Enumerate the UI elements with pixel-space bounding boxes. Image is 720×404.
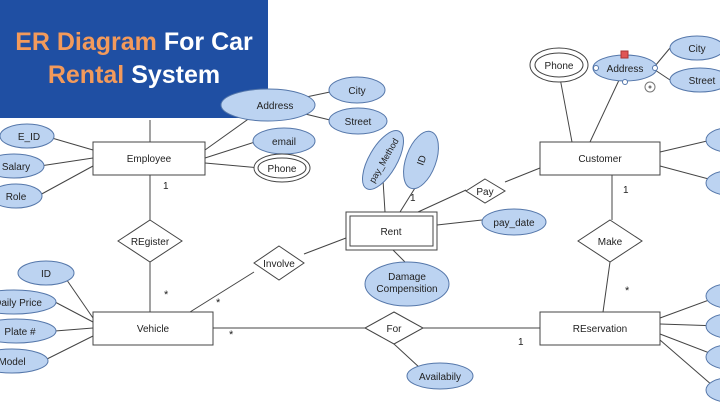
cardinality-vehicle-for: * xyxy=(229,329,234,341)
title-line-1: ER Diagram For Car xyxy=(15,26,253,59)
entity-rent-inner xyxy=(349,215,434,247)
title-for-car: For Car xyxy=(163,28,253,56)
attr-employee-address xyxy=(220,88,316,122)
entity-rent-label: Rent xyxy=(380,227,401,238)
relationship-make-label: Make xyxy=(598,237,623,248)
cardinality-employee-register: 1 xyxy=(163,181,169,192)
relationship-make xyxy=(577,219,643,263)
entity-vehicle-label: Vehicle xyxy=(137,324,170,335)
entity-reservation xyxy=(539,311,661,346)
cardinality-make-reservation: * xyxy=(625,285,630,297)
cardinality-vehicle-involve: * xyxy=(216,297,221,309)
attr-employee-street-label: Street xyxy=(345,117,372,128)
relationship-pay-label: Pay xyxy=(476,187,493,198)
relationship-pay xyxy=(465,178,506,204)
attr-vehicle-id xyxy=(17,260,75,286)
attr-vehicle-model xyxy=(0,348,49,374)
attr-reservation-partial-3 xyxy=(705,345,720,369)
selection-handle-icon[interactable] xyxy=(622,79,628,85)
attr-customer-city-label: City xyxy=(688,44,705,55)
attr-reservation-partial-4 xyxy=(705,378,720,402)
relationship-involve-label: Involve xyxy=(263,259,295,270)
entity-employee-label: Employee xyxy=(127,154,172,165)
attr-employee-city xyxy=(328,76,386,104)
attr-rent-damage-line: Damage xyxy=(388,272,426,283)
diagram-shapes: Employee Customer Rent Vehicle REservati… xyxy=(0,35,720,402)
relationship-involve xyxy=(253,245,305,281)
attr-vehicle-plate xyxy=(0,318,57,344)
title-system: System xyxy=(131,61,221,89)
cardinality-register-vehicle: * xyxy=(164,289,169,301)
attr-employee-role xyxy=(0,183,43,209)
attr-employee-id-label: E_ID xyxy=(18,132,40,143)
entity-reservation-label: REservation xyxy=(573,324,627,335)
attr-rent-pay-date-label: pay_date xyxy=(493,218,535,229)
attr-employee-address-label: Address xyxy=(257,101,294,112)
attr-employee-email-label: email xyxy=(272,137,296,148)
attr-rent-damage xyxy=(364,261,450,307)
title-er-diagram: ER Diagram xyxy=(15,28,157,56)
title-line-2: Rental System xyxy=(48,59,220,92)
attr-reservation-availability xyxy=(406,362,474,390)
attr-employee-city-label: City xyxy=(348,86,365,97)
attr-employee-salary xyxy=(0,153,45,179)
entity-employee xyxy=(92,141,206,176)
selection-handle-icon[interactable] xyxy=(593,65,599,71)
entity-customer-label: Customer xyxy=(578,154,622,165)
attr-customer-address-label: Address xyxy=(607,64,644,75)
attr-reservation-availability-label: Availabily xyxy=(419,372,461,383)
entity-vehicle xyxy=(92,311,214,346)
attr-rent-id xyxy=(403,130,439,190)
attr-employee-salary-label: Salary xyxy=(2,162,30,173)
attr-reservation-partial-2 xyxy=(705,314,720,338)
attr-customer-partial-2 xyxy=(705,171,720,195)
selection-handle-icon[interactable] xyxy=(620,50,629,59)
selection-handle-icon[interactable] xyxy=(652,65,658,71)
add-connector-icon-dot xyxy=(648,85,652,89)
attr-vehicle-model-label: Model xyxy=(0,357,26,368)
attr-employee-phone xyxy=(257,157,307,179)
attr-rent-damage-line: Compensition xyxy=(376,284,437,295)
attr-vehicle-daily-price xyxy=(0,289,57,315)
relationship-register-label: REgister xyxy=(131,237,170,248)
attr-vehicle-plate-label: Plate # xyxy=(4,327,36,338)
attr-rent-id-label: ID xyxy=(416,154,430,167)
attr-employee-street xyxy=(328,107,388,135)
attr-customer-partial-1 xyxy=(705,128,720,152)
relationship-for-label: For xyxy=(387,324,403,335)
cardinality-for-reservation: 1 xyxy=(518,337,524,348)
attr-vehicle-id-label: ID xyxy=(41,269,51,280)
attr-customer-street xyxy=(669,67,720,93)
attr-rent-pay-date xyxy=(481,208,547,236)
cardinality-customer-make: 1 xyxy=(623,185,629,196)
attr-employee-id xyxy=(0,123,55,149)
entity-customer xyxy=(539,141,661,176)
attr-rent-pay-method xyxy=(362,130,404,190)
attr-reservation-partial-1 xyxy=(705,284,720,308)
title-rental: Rental xyxy=(47,61,125,89)
relationship-for xyxy=(363,311,425,345)
attr-employee-role-label: Role xyxy=(6,192,27,203)
attr-employee-phone-label: Phone xyxy=(268,164,297,175)
attr-customer-phone xyxy=(534,52,584,78)
title-banner: ER Diagram For Car Rental System xyxy=(0,0,268,118)
attr-customer-phone-label: Phone xyxy=(545,61,574,72)
attr-customer-street-label: Street xyxy=(689,76,716,87)
attr-customer-city xyxy=(669,35,720,61)
cardinality-rent-pay: 1 xyxy=(410,193,416,204)
relationship-register xyxy=(117,219,183,263)
